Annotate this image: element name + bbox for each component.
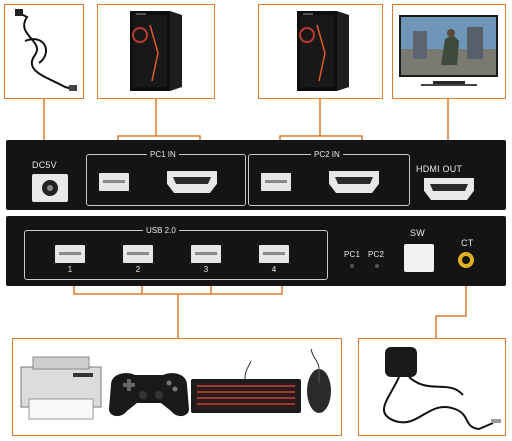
pc2-usb-port[interactable]: [261, 173, 291, 191]
rear-panel: DC5V PC1 IN PC2 IN HDMI OUT: [6, 140, 506, 210]
pc2-in-group: PC2 IN: [248, 149, 410, 206]
pc2-led-label: PC2: [368, 250, 385, 259]
pc-tower-icon: [297, 11, 349, 91]
sw-label: SW: [410, 228, 425, 238]
pc1-in-label: PC1 IN: [147, 149, 179, 160]
pc2-led: [375, 264, 379, 268]
dc-label: DC5V: [32, 160, 57, 170]
ct-jack[interactable]: [458, 252, 474, 268]
usb-port-1[interactable]: [55, 245, 85, 263]
hdmi-out-label: HDMI OUT: [416, 164, 463, 174]
dc-power-jack[interactable]: [32, 174, 68, 202]
wired-remote-icon: [383, 347, 501, 431]
monitor-icon: [399, 15, 498, 86]
usb-port-2[interactable]: [123, 245, 153, 263]
gamepad-icon: [109, 373, 189, 417]
pc1-hdmi-port[interactable]: [167, 171, 217, 193]
usb-port-number: 4: [271, 265, 277, 274]
pc1-led: [350, 264, 354, 268]
power-cable-icon: [15, 9, 77, 91]
peripherals-frame: [12, 338, 342, 436]
usb-hub-group: USB 2.0 1 2 3 4: [24, 225, 328, 280]
hdmi-out-port[interactable]: [424, 178, 474, 200]
line-remote: [435, 282, 467, 338]
pc2-hdmi-port[interactable]: [329, 171, 379, 193]
pc1-usb-port[interactable]: [99, 173, 129, 191]
switch-button[interactable]: [404, 244, 434, 272]
peripherals-illustration: [20, 348, 331, 420]
usb-port-4[interactable]: [259, 245, 289, 263]
pc1-led-label: PC1: [344, 250, 361, 259]
front-panel: USB 2.0 1 2 3 4 PC1 PC2 SW CT: [6, 216, 506, 286]
pc1-tower-frame: [97, 4, 215, 99]
remote-frame: [358, 338, 506, 436]
usb-port-number: 1: [67, 265, 73, 274]
usb-port-number: 2: [135, 265, 141, 274]
monitor-frame: [392, 4, 506, 99]
ct-label: CT: [461, 238, 474, 248]
keyboard-icon: [191, 360, 301, 413]
usb-port-3[interactable]: [191, 245, 221, 263]
mouse-icon: [307, 348, 331, 413]
pc1-in-group: PC1 IN: [86, 149, 246, 206]
power-cable-frame: [4, 4, 84, 99]
pc2-tower-frame: [258, 4, 383, 99]
pc2-in-label: PC2 IN: [311, 149, 343, 160]
usb-port-number: 3: [203, 265, 209, 274]
pc-tower-icon: [130, 11, 182, 91]
printer-icon: [20, 356, 102, 420]
usb-label: USB 2.0: [143, 225, 179, 236]
